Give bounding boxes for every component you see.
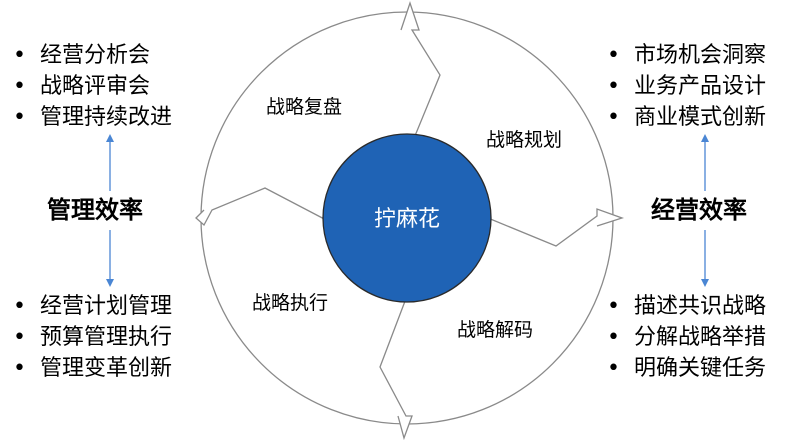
quadrant-label-planning: 战略规划: [486, 129, 562, 151]
list-item: 管理持续改进: [7, 102, 172, 133]
list-item: 明确关键任务: [601, 353, 766, 384]
arrow-up-icon: [701, 134, 709, 191]
list-item: 业务产品设计: [601, 71, 766, 102]
business-efficiency-title: 经营效率: [651, 196, 747, 224]
quadrant-label-decoding: 战略解码: [457, 319, 533, 341]
center-label: 拧麻花: [374, 207, 440, 232]
strategy-decoding-list: 描述共识战略 分解战略举措 明确关键任务: [601, 291, 766, 384]
management-meetings-list: 经营分析会 战略评审会 管理持续改进: [7, 40, 172, 133]
center-hub: [322, 133, 492, 303]
divider-arrow-left: [195, 187, 331, 227]
list-item: 经营计划管理: [7, 291, 172, 322]
arrow-down-icon: [701, 230, 709, 287]
list-item: 商业模式创新: [601, 102, 766, 133]
quadrant-label-review: 战略复盘: [266, 96, 342, 118]
quadrant-label-execution: 战略执行: [252, 292, 328, 314]
divider-arrow-bottom: [379, 287, 413, 440]
list-item: 管理变革创新: [7, 353, 172, 384]
list-item: 分解战略举措: [601, 322, 766, 353]
divider-arrow-right: [487, 208, 625, 247]
divider-arrow-top: [400, 0, 441, 149]
business-design-list: 市场机会洞察 业务产品设计 商业模式创新: [601, 40, 766, 133]
management-efficiency-title: 管理效率: [47, 196, 143, 224]
arrow-up-icon: [106, 134, 114, 191]
list-item: 描述共识战略: [601, 291, 766, 322]
list-item: 经营分析会: [7, 40, 172, 71]
arrow-down-icon: [106, 230, 114, 287]
list-item: 市场机会洞察: [601, 40, 766, 71]
list-item: 战略评审会: [7, 71, 172, 102]
list-item: 预算管理执行: [7, 322, 172, 353]
management-execution-list: 经营计划管理 预算管理执行 管理变革创新: [7, 291, 172, 384]
